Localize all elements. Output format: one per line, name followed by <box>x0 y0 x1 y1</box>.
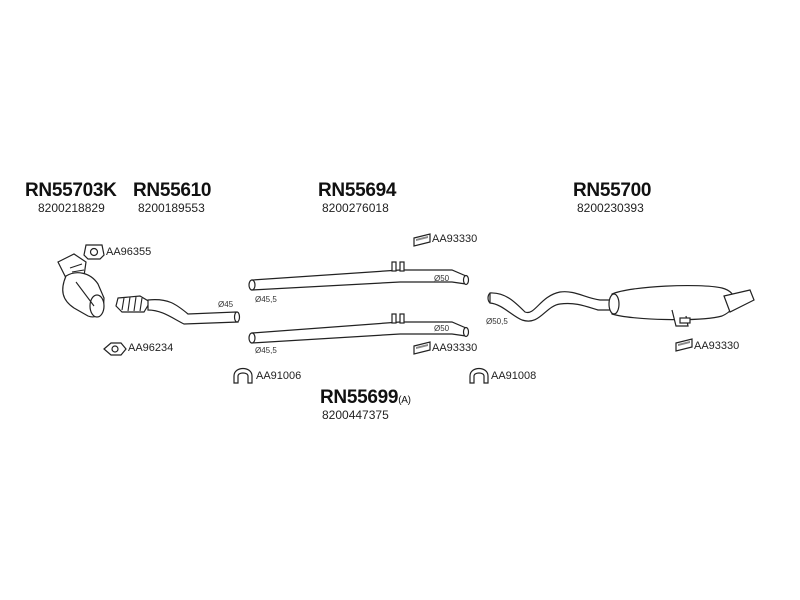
mount-middle-bottom-label: AA93330 <box>432 342 478 354</box>
pipe-bottom-end-diameter: Ø50 <box>434 324 450 333</box>
kit-code: RN55699 <box>320 387 399 408</box>
kit-part-code: RN55699(A) <box>320 387 411 409</box>
clamp-left-icon <box>233 367 253 384</box>
gasket-top-icon <box>83 244 105 260</box>
rear-silencer-part-code: RN55700 <box>573 180 652 201</box>
middle-pipes-part-code: RN55694 <box>318 180 397 201</box>
gasket-bottom-label: AA96234 <box>128 342 174 354</box>
mount-middle-top-label: AA93330 <box>432 233 478 245</box>
clamp-right-label: AA91008 <box>491 370 537 382</box>
front-pipe-part-code: RN55610 <box>133 180 212 201</box>
rear-silencer-drawing <box>487 284 755 327</box>
mount-rear-label: AA93330 <box>694 340 740 352</box>
kit-oem-number: 8200447375 <box>322 408 389 422</box>
pipe-top-start-diameter: Ø45,5 <box>255 295 277 304</box>
mount-middle-top-icon <box>413 233 431 247</box>
pipe-top-end-diameter: Ø50 <box>434 274 450 283</box>
clamp-right-icon <box>469 367 489 384</box>
catalytic-converter-drawing <box>57 253 105 318</box>
mount-middle-bottom-icon <box>413 341 431 355</box>
kit-suffix: (A) <box>398 395 411 406</box>
front-pipe-drawing <box>115 295 241 325</box>
cat-oem-number: 8200218829 <box>38 201 105 215</box>
middle-pipe-bottom-drawing <box>248 313 470 344</box>
rear-inlet-diameter: Ø50,5 <box>486 317 508 326</box>
pipe-bottom-start-diameter: Ø45,5 <box>255 346 277 355</box>
clamp-left-label: AA91006 <box>256 370 302 382</box>
rear-silencer-oem-number: 8200230393 <box>577 201 644 215</box>
middle-pipes-oem-number: 8200276018 <box>322 201 389 215</box>
cat-part-code: RN55703K <box>25 180 117 201</box>
front-pipe-end-diameter: Ø45 <box>218 300 234 309</box>
front-pipe-oem-number: 8200189553 <box>138 201 205 215</box>
gasket-bottom-icon <box>103 342 127 356</box>
gasket-top-label: AA96355 <box>106 246 152 258</box>
middle-pipe-top-drawing <box>248 261 470 291</box>
mount-rear-icon <box>675 338 693 352</box>
